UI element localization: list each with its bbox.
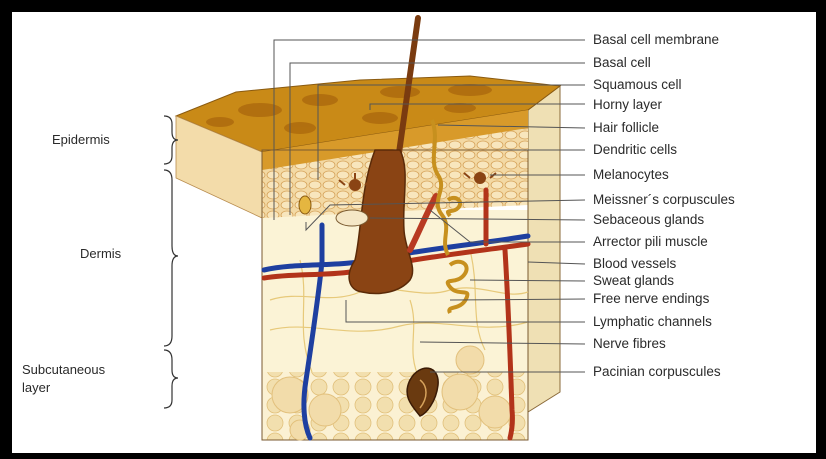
label-hair-follicle: Hair follicle [593, 120, 659, 135]
label-dendritic-cells: Dendritic cells [593, 142, 677, 157]
label-dermis: Dermis [80, 246, 122, 261]
label-arrector-pili-muscle: Arrector pili muscle [593, 234, 708, 249]
sebaceous-gland [336, 210, 368, 226]
label-melanocytes: Melanocytes [593, 167, 669, 182]
label-free-nerve-endings: Free nerve endings [593, 291, 710, 306]
label-horny-layer: Horny layer [593, 97, 663, 112]
label-blood-vessels: Blood vessels [593, 256, 677, 271]
label-basal-cell-membrane: Basal cell membrane [593, 32, 719, 47]
label-basal-cell: Basal cell [593, 55, 651, 70]
label-subcutaneous-line2: layer [22, 380, 51, 395]
label-epidermis: Epidermis [52, 132, 110, 147]
label-pacinian-corpuscules: Pacinian corpuscules [593, 364, 721, 379]
label-sweat-glands: Sweat glands [593, 273, 674, 288]
label-subcutaneous-line1: Subcutaneous [22, 362, 106, 377]
meissner-corpuscle [299, 196, 311, 214]
label-squamous-cell: Squamous cell [593, 77, 682, 92]
label-sebaceous-glands: Sebaceous glands [593, 212, 704, 227]
label-lymphatic-channels: Lymphatic channels [593, 314, 712, 329]
structure-labels: Basal cell membrane Basal cell Squamous … [593, 32, 735, 379]
block-side-face [528, 86, 560, 412]
label-meissners-corpuscules: Meissner´s corpuscules [593, 192, 735, 207]
label-nerve-fibres: Nerve fibres [593, 336, 666, 351]
